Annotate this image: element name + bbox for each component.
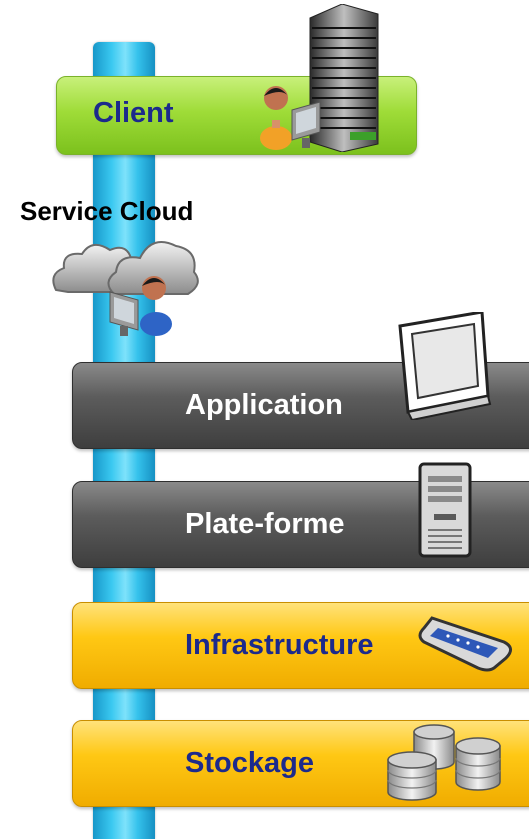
client-label: Client [93,97,174,129]
cloud-user-at-computer-icon [109,276,172,336]
user-at-computer-icon [260,86,321,150]
monitor-icon [398,312,492,420]
plateforme-label: Plate-forme [185,508,345,540]
stockage-label: Stockage [185,747,314,779]
server-tower-icon [418,462,472,558]
service-cloud-label: Service Cloud [20,196,194,226]
application-label: Application [185,389,343,421]
cloud-icon [52,241,199,295]
infrastructure-label: Infrastructure [185,629,374,661]
database-stack-icon [387,724,501,801]
network-switch-icon [418,616,512,672]
